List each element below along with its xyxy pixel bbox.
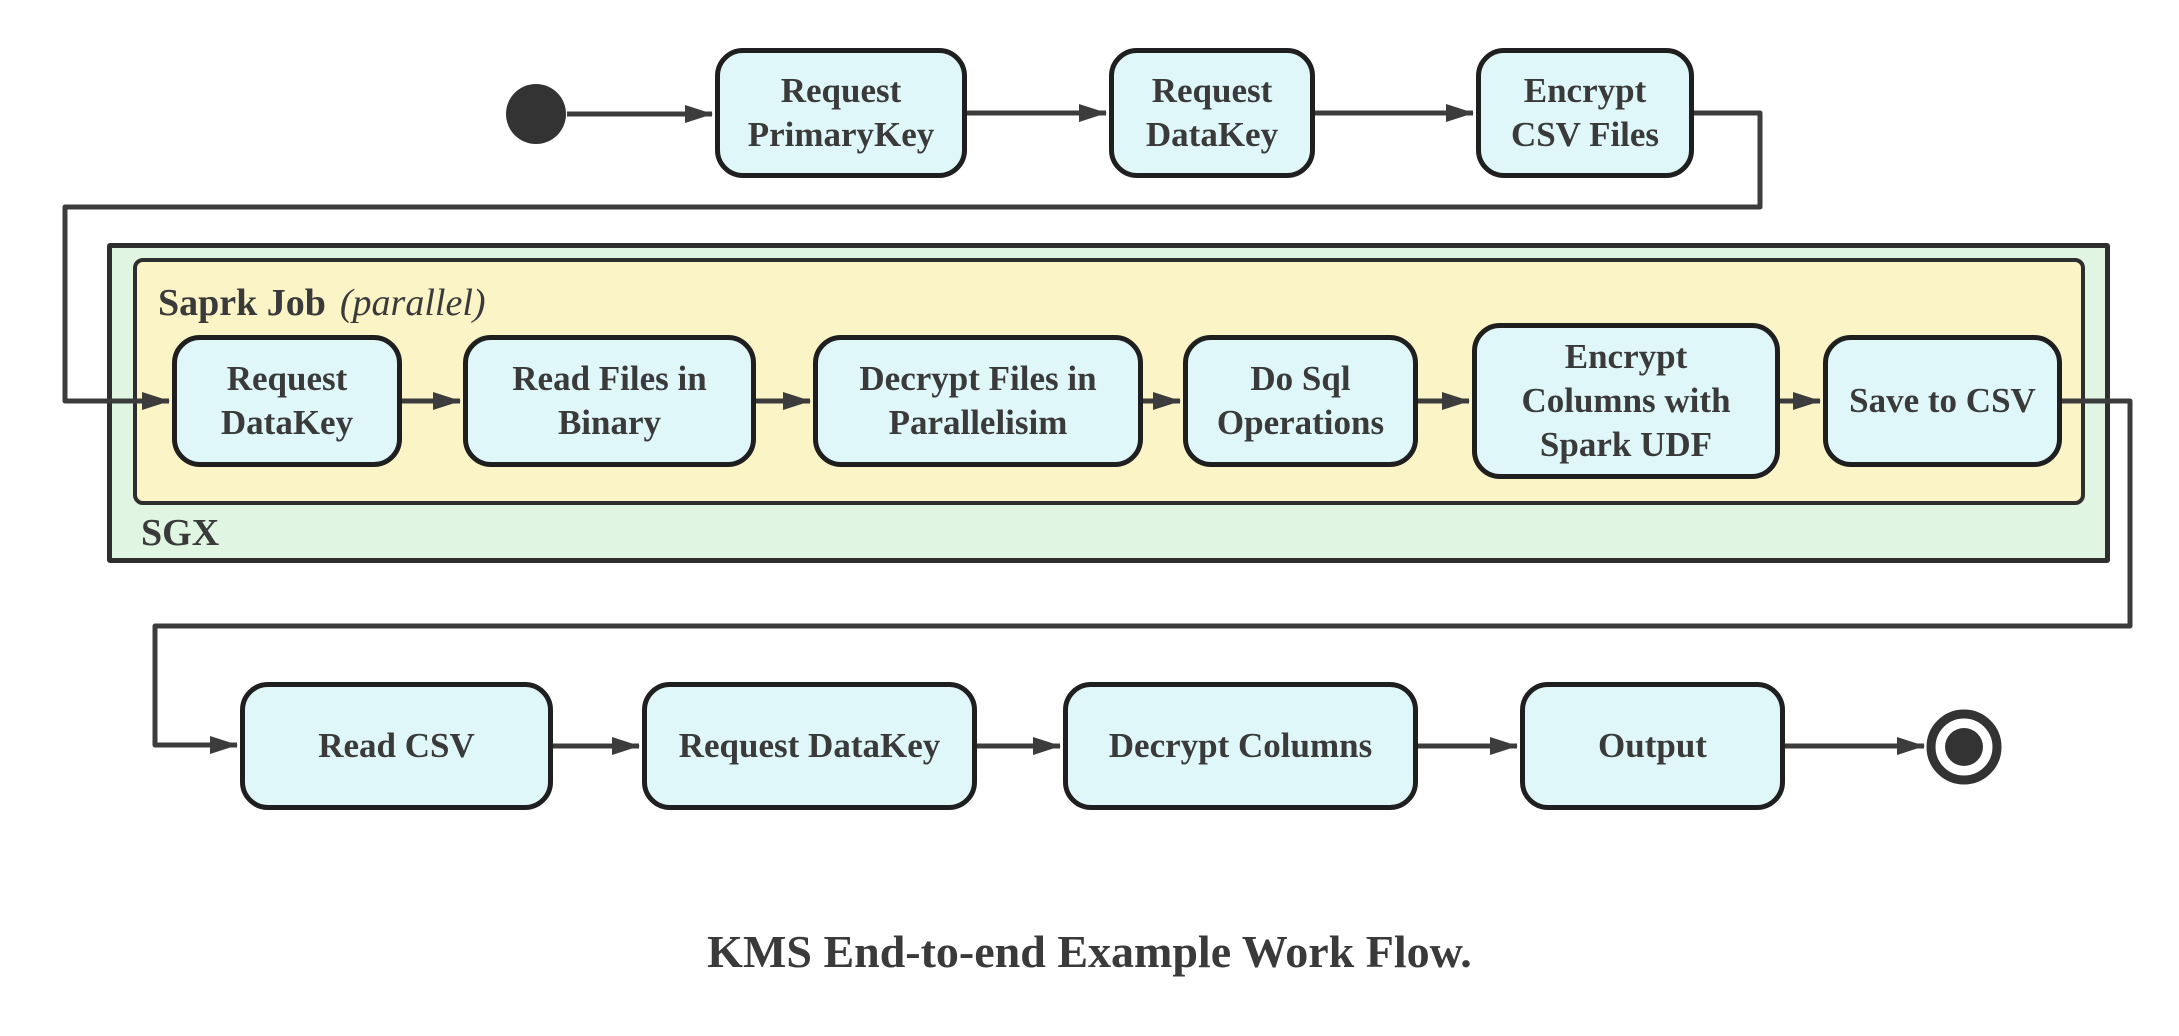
sgx-label: SGX	[141, 512, 220, 554]
edge-save-to-csv-to-read-csv	[152, 398, 2133, 754]
node-read-files-in-binary: Read Files in Binary	[463, 335, 756, 467]
edge-encrypt-csv-files-to-sgx-request-datakey	[62, 110, 1763, 410]
diagram-caption: KMS End-to-end Example Work Flow.	[707, 926, 1472, 977]
node-output: Output	[1520, 682, 1785, 810]
node-save-to-csv: Save to CSV	[1823, 335, 2062, 467]
end-node	[1926, 709, 2002, 785]
node-decrypt-files-in-parallelisim: Decrypt Files in Parallelisim	[813, 335, 1143, 467]
end-node-ring	[1926, 709, 2002, 785]
node-request-primarykey: Request PrimaryKey	[715, 48, 967, 178]
node-do-sql-operations: Do Sql Operations	[1183, 335, 1418, 467]
start-node	[506, 84, 566, 144]
node-request-datakey-sgx: Request DataKey	[172, 335, 402, 467]
spark-job-label-text: Saprk Job	[158, 282, 326, 324]
node-encrypt-csv-files: Encrypt CSV Files	[1476, 48, 1694, 178]
end-node-inner-dot	[1945, 728, 1983, 766]
node-request-datakey-client: Request DataKey	[642, 682, 977, 810]
node-decrypt-columns: Decrypt Columns	[1063, 682, 1418, 810]
spark-job-qualifier: (parallel)	[339, 282, 486, 324]
node-encrypt-columns-with-spark-udf: Encrypt Columns with Spark UDF	[1472, 323, 1780, 479]
node-read-csv: Read CSV	[240, 682, 553, 810]
spark-job-label: Saprk Job (parallel)	[158, 281, 486, 325]
node-request-datakey-top: Request DataKey	[1109, 48, 1315, 178]
